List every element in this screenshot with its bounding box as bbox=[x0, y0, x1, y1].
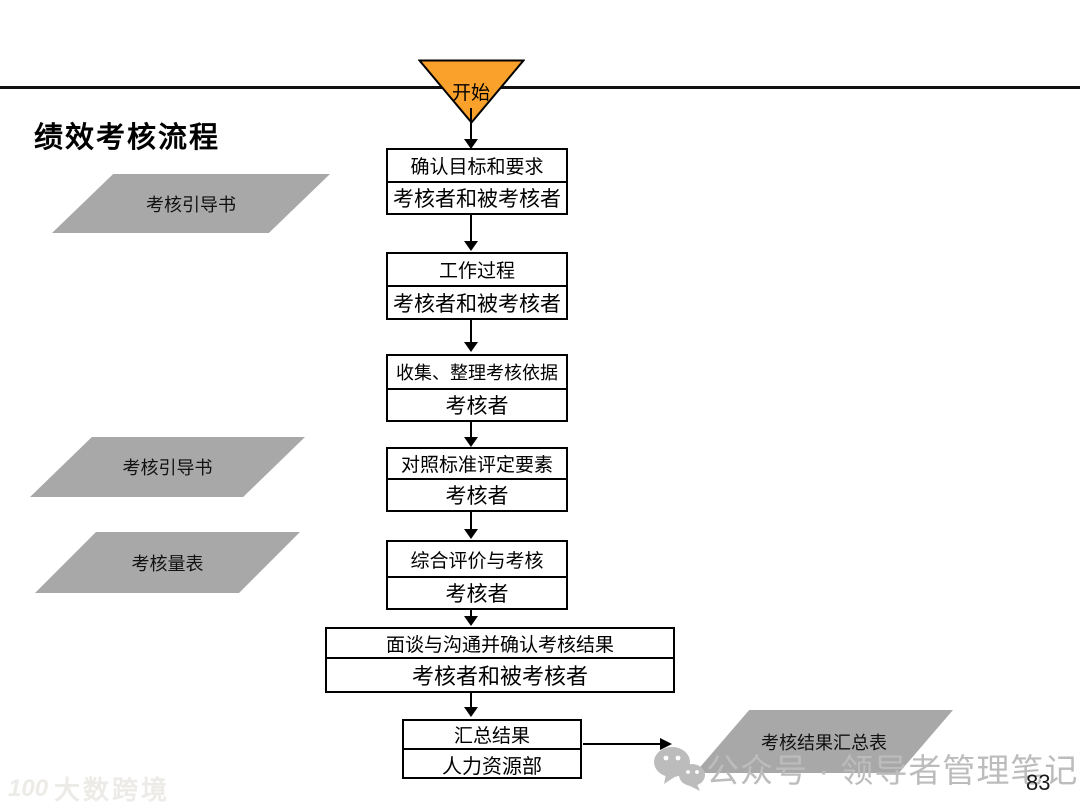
process-box-overall-evaluation: 综合评价与考核 考核者 bbox=[386, 540, 568, 610]
step-title: 确认目标和要求 bbox=[388, 150, 566, 183]
document-appraisal-guide-2: 考核引导书 bbox=[30, 437, 305, 497]
connector-line bbox=[470, 215, 472, 241]
step-owner: 考核者和被考核者 bbox=[393, 291, 561, 316]
step-title: 综合评价与考核 bbox=[388, 542, 566, 578]
document-appraisal-scale: 考核量表 bbox=[35, 532, 300, 593]
step-owner: 考核者 bbox=[445, 484, 509, 508]
step-title: 工作过程 bbox=[388, 254, 566, 287]
process-box-interview-confirm: 面谈与沟通并确认考核结果 考核者和被考核者 bbox=[325, 627, 675, 693]
connector-line bbox=[470, 512, 472, 530]
arrow-down-icon bbox=[464, 437, 478, 447]
connector-line bbox=[470, 693, 472, 708]
step-owner: 考核者 bbox=[445, 394, 509, 418]
arrow-down-icon bbox=[464, 616, 478, 626]
process-box-summarize-results: 汇总结果 人力资源部 bbox=[402, 719, 582, 779]
connector-line bbox=[470, 422, 472, 438]
step-owner: 人力资源部 bbox=[442, 756, 542, 778]
document-label: 考核引导书 bbox=[122, 458, 213, 478]
arrow-down-icon bbox=[464, 241, 478, 251]
process-box-collect-evidence: 收集、整理考核依据 考核者 bbox=[386, 354, 568, 422]
arrow-down-icon bbox=[464, 342, 478, 352]
connector-line bbox=[470, 610, 472, 617]
process-box-work-process: 工作过程 考核者和被考核者 bbox=[386, 252, 568, 320]
start-triangle-icon bbox=[418, 59, 525, 124]
document-label: 考核量表 bbox=[131, 553, 204, 574]
page-number: 83 bbox=[1026, 770, 1051, 795]
watermark-right: 公众号 · 领导者管理笔记 bbox=[652, 744, 1078, 792]
connector-line bbox=[470, 320, 472, 342]
document-label: 考核引导书 bbox=[146, 194, 236, 215]
document-appraisal-guide-1: 考核引导书 bbox=[52, 174, 330, 233]
step-title: 收集、整理考核依据 bbox=[388, 356, 566, 390]
process-box-rate-elements: 对照标准评定要素 考核者 bbox=[386, 447, 568, 512]
watermark-right-text: 公众号 · 领导者管理笔记 bbox=[706, 752, 1079, 789]
start-label: 开始 bbox=[451, 83, 490, 104]
watermark-left-text: 大数跨境 bbox=[54, 775, 171, 805]
wechat-icon bbox=[654, 747, 705, 791]
dashu-logo-icon: 100 bbox=[8, 774, 49, 802]
page-title: 绩效考核流程 bbox=[34, 122, 221, 154]
step-title: 汇总结果 bbox=[404, 721, 580, 750]
connector-line bbox=[470, 108, 472, 140]
step-owner: 考核者和被考核者 bbox=[393, 187, 561, 211]
process-box-confirm-goals: 确认目标和要求 考核者和被考核者 bbox=[386, 148, 568, 215]
arrow-right-icon bbox=[660, 738, 672, 750]
connector-line bbox=[583, 743, 661, 745]
arrow-down-icon bbox=[464, 707, 478, 717]
top-divider-line bbox=[0, 86, 1080, 89]
step-title: 面谈与沟通并确认考核结果 bbox=[327, 629, 673, 659]
document-label: 考核结果汇总表 bbox=[761, 732, 887, 753]
step-owner: 考核者和被考核者 bbox=[411, 664, 588, 689]
watermark-left: 100 大数跨境 bbox=[8, 770, 170, 807]
step-owner: 考核者 bbox=[445, 582, 509, 606]
step-title: 对照标准评定要素 bbox=[388, 449, 566, 480]
arrow-down-icon bbox=[464, 139, 478, 149]
arrow-down-icon bbox=[464, 529, 478, 539]
